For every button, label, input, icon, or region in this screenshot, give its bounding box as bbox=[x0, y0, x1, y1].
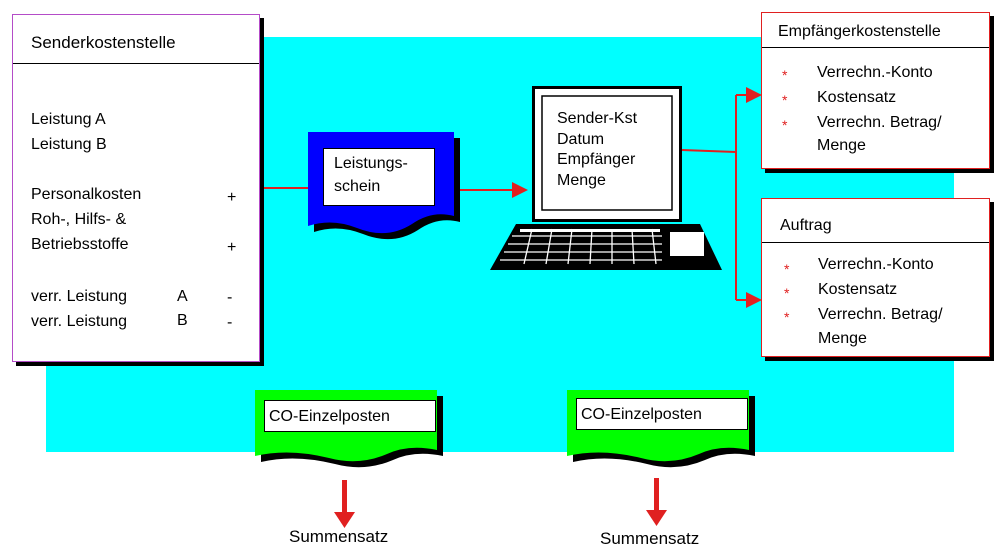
minus-sign-1: - bbox=[227, 289, 233, 306]
plus-sign-1: + bbox=[227, 189, 237, 206]
sender-title: Senderkostenstelle bbox=[31, 33, 176, 52]
receiver2-item-verrechnkonto: Verrechn.-Konto bbox=[818, 256, 934, 273]
personalkosten-label: Personalkosten bbox=[31, 186, 142, 203]
receiver1-bullet-2: * bbox=[782, 92, 788, 108]
receiver2-bullet-1: * bbox=[784, 261, 790, 277]
computer-line1: Sender-Kst bbox=[557, 110, 638, 127]
receiver1-title: Empfängerkostenstelle bbox=[778, 23, 941, 40]
receiver1-item-betrag-line2: Menge bbox=[817, 137, 866, 154]
auftrag-box: Auftrag * Verrechn.-Konto * Kostensatz *… bbox=[761, 198, 990, 357]
arrow-down-1 bbox=[334, 480, 355, 528]
leistungsschein-line2: schein bbox=[334, 178, 381, 195]
minus-sign-2: - bbox=[227, 314, 233, 331]
verr-leistung-b-code: B bbox=[177, 312, 188, 329]
receiver1-item-kostensatz: Kostensatz bbox=[817, 89, 897, 106]
leistung-a-label: Leistung A bbox=[31, 111, 106, 128]
arrow-down-2 bbox=[646, 478, 667, 526]
receiver2-title: Auftrag bbox=[780, 217, 832, 234]
co-document-2-label-box: CO-Einzelposten bbox=[576, 398, 748, 430]
sender-cost-center-box: Senderkostenstelle Leistung A Leistung B… bbox=[12, 14, 260, 362]
roh-label-line1: Roh-, Hilfs- & bbox=[31, 211, 127, 228]
verr-leistung-b-label: verr. Leistung bbox=[31, 313, 128, 330]
arrow-computer-out bbox=[681, 149, 737, 153]
receiver2-item-betrag-line2: Menge bbox=[818, 330, 867, 347]
receiver1-item-verrechnkonto: Verrechn.-Konto bbox=[817, 64, 933, 81]
receiver2-item-betrag-line1: Verrechn. Betrag/ bbox=[818, 306, 943, 323]
computer-line4: Menge bbox=[557, 172, 606, 189]
computer-line2: Datum bbox=[557, 131, 605, 148]
receiver2-divider bbox=[762, 242, 989, 243]
receiver2-item-kostensatz: Kostensatz bbox=[818, 281, 898, 298]
co-document-2-label: CO-Einzelposten bbox=[581, 406, 702, 423]
receiver1-divider bbox=[762, 47, 989, 48]
computer-line3: Empfänger bbox=[557, 151, 636, 168]
leistung-b-label: Leistung B bbox=[31, 136, 107, 153]
leistungsschein-label-box: Leistungs- schein bbox=[323, 148, 435, 206]
receiver-cost-center-box: Empfängerkostenstelle * Verrechn.-Konto … bbox=[761, 12, 990, 169]
sender-divider bbox=[13, 63, 259, 64]
computer-terminal-icon bbox=[490, 86, 722, 270]
verr-leistung-a-code: A bbox=[177, 288, 188, 305]
plus-sign-2: + bbox=[227, 239, 237, 256]
summensatz-1-label: Summensatz bbox=[289, 527, 389, 546]
co-document-1-label: CO-Einzelposten bbox=[269, 408, 390, 425]
receiver2-bullet-2: * bbox=[784, 285, 790, 301]
summensatz-2-label: Summensatz bbox=[600, 529, 700, 548]
leistungsschein-line1: Leistungs- bbox=[334, 155, 408, 172]
receiver1-item-betrag-line1: Verrechn. Betrag/ bbox=[817, 114, 942, 131]
receiver1-bullet-3: * bbox=[782, 117, 788, 133]
receiver1-bullet-1: * bbox=[782, 67, 788, 83]
co-document-1-label-box: CO-Einzelposten bbox=[264, 400, 436, 432]
receiver2-bullet-3: * bbox=[784, 309, 790, 325]
verr-leistung-a-label: verr. Leistung bbox=[31, 288, 128, 305]
roh-label-line2: Betriebsstoffe bbox=[31, 236, 129, 253]
